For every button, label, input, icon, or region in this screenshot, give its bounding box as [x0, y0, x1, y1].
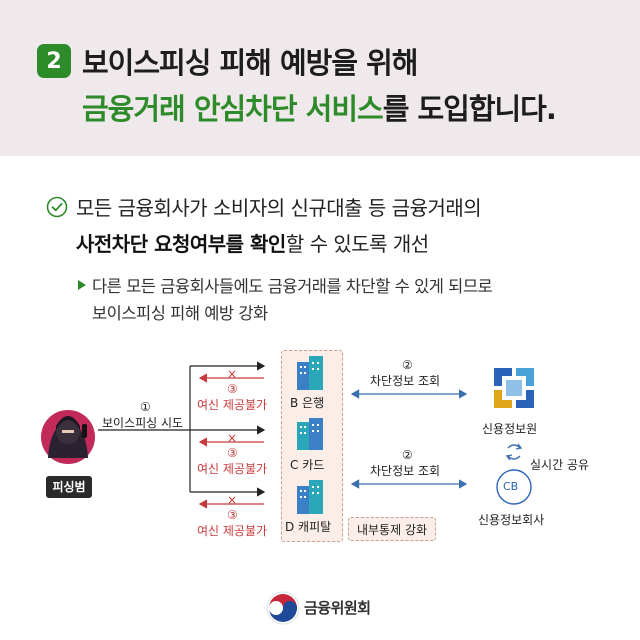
title-line-1: 보이스피싱 피해 예방을 위해 — [82, 46, 418, 80]
kcis-logo-icon — [494, 368, 534, 408]
criminal-label-bg — [46, 476, 92, 498]
sub-text-line-1: 다른 모든 금융회사들에도 금융거래를 차단할 수 있게 되므로 — [92, 277, 493, 296]
bank-building-icon — [297, 356, 323, 390]
criminal-label: 피싱범 — [52, 480, 86, 494]
capital-d-label: D 캐피탈 — [285, 520, 332, 534]
refusal-cross-icon: × — [227, 493, 238, 507]
main-text-rest: 할 수 있도록 개선 — [285, 232, 429, 256]
step2-number: ② — [402, 448, 413, 462]
step3-number: ③ — [227, 446, 238, 460]
step2-number: ② — [402, 358, 413, 372]
sub-text-line-2: 보이스피싱 피해 예방 강화 — [92, 304, 268, 323]
flow-diagram — [41, 356, 534, 514]
sync-arrows-icon — [505, 443, 523, 461]
refusal-cross-icon: × — [227, 367, 238, 381]
step3-number: ③ — [227, 382, 238, 396]
main-text-line-2: 사전차단 요청여부를 확인할 수 있도록 개선 — [76, 228, 429, 257]
title-highlight: 금융거래 안심차단 서비스 — [82, 92, 384, 126]
internal-control-badge: 내부통제 강화 — [348, 517, 436, 541]
cb-circle — [496, 469, 532, 505]
realtime-share-label: 실시간 공유 — [530, 458, 590, 472]
step1-number: ① — [140, 400, 151, 414]
triangle-bullet-icon — [78, 280, 86, 290]
title-line-2: 금융거래 안심차단 서비스를 도입합니다. — [82, 86, 557, 128]
org-name: 금융위원회 — [304, 599, 371, 617]
criminal-avatar-icon — [41, 410, 95, 464]
card-building-icon — [297, 418, 323, 450]
step3-label: 여신 제공불가 — [197, 462, 268, 476]
capital-building-icon — [297, 480, 323, 514]
title-rest: 를 도입합니다. — [382, 92, 557, 126]
cb-badge-label: CB — [503, 480, 519, 493]
bank-b-label: B 은행 — [290, 396, 325, 410]
check-circle-icon — [46, 196, 68, 218]
step3-label: 여신 제공불가 — [197, 524, 268, 538]
cb-label: 신용정보회사 — [478, 513, 545, 527]
step3-number: ③ — [227, 508, 238, 522]
kcis-label: 신용정보원 — [482, 422, 538, 436]
step3-label: 여신 제공불가 — [197, 398, 268, 412]
main-text-bold: 사전차단 요청여부를 확인 — [76, 232, 286, 256]
header-banner: 2 보이스피싱 피해 예방을 위해 금융거래 안심차단 서비스를 도입합니다. — [0, 0, 640, 156]
step2-label: 차단정보 조회 — [370, 464, 441, 478]
step2-label: 차단정보 조회 — [370, 374, 441, 388]
fsc-taegeuk-logo-icon — [266, 591, 300, 625]
step1-label: 보이스피싱 시도 — [102, 416, 184, 430]
refusal-cross-icon: × — [227, 431, 238, 445]
main-text-line-1: 모든 금융회사가 소비자의 신규대출 등 금융거래의 — [76, 196, 482, 220]
step-number-badge: 2 — [37, 44, 71, 78]
card-c-label: C 카드 — [290, 458, 325, 472]
